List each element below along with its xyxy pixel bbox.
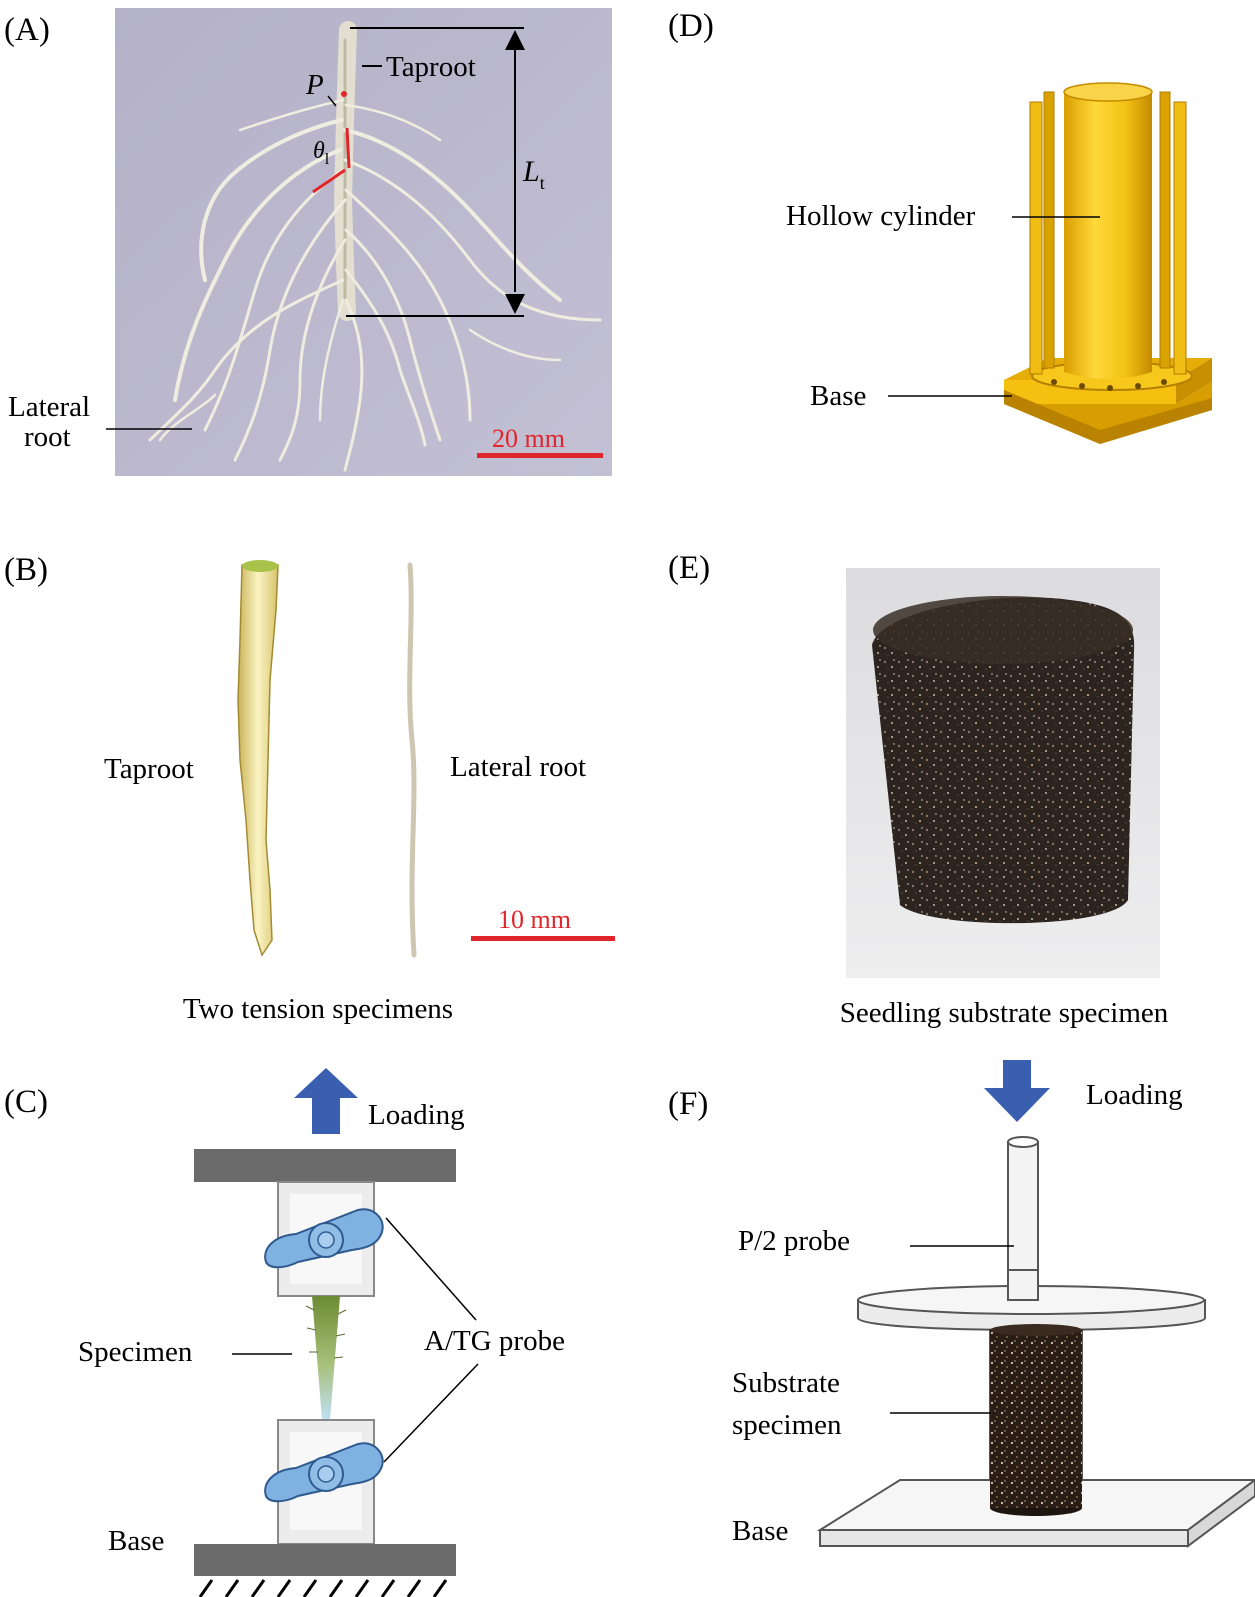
point-p-leader [327,95,337,107]
loading-arrow-up [294,1068,358,1134]
base-plate-f-side [1187,1478,1255,1548]
sleeve-right-outer [1173,101,1187,375]
ground-hatching [198,1579,448,1597]
scale-bar-b [471,936,615,941]
panel-b-label: (B) [4,552,48,588]
angle-label: θl [313,138,330,168]
substrate-block [872,597,1135,924]
root-photo [115,8,612,476]
panel-e-label: (E) [668,550,710,586]
panel-d-label: (D) [668,8,714,44]
base-slab [1004,390,1212,444]
base-label-c: Base [108,1525,164,1557]
cylinder-top [1063,82,1153,102]
taproot-specimen [237,564,279,957]
p2-probe-label: P/2 probe [738,1225,850,1257]
substrate-specimen-label-line2: specimen [732,1409,842,1441]
base-hole [1051,379,1057,385]
atg-probe-leader-lower [383,1363,479,1463]
substrate-specimen-top [990,1324,1082,1336]
panel-f: (F) Loading P/2 probe Substrate specimen… [668,1060,1255,1548]
lt-arrow-up [505,30,525,50]
panel-b-caption: Two tension specimens [183,993,453,1025]
loading-label-c: Loading [368,1099,465,1131]
substrate-specimen-label-line1: Substrate [732,1367,840,1399]
specimen [312,1296,340,1420]
p2-probe-rod [1007,1141,1039,1293]
base-hole [1161,379,1167,385]
lateral-root-label-a-line2: root [24,421,71,453]
atg-probe-leader-upper [385,1217,477,1321]
p2-probe-rod-lower [1007,1269,1039,1301]
sleeve-right-inner [1159,91,1171,369]
specimen-label: Specimen [78,1336,193,1368]
sleeve-left-inner [1043,91,1055,369]
taproot-label-b: Taproot [104,753,194,785]
point-p-marker [341,91,347,97]
point-p-label: P [305,69,324,101]
lower-probe-hub-inner [317,1465,335,1483]
top-crosshead [194,1149,456,1182]
scale-label-b: 10 mm [498,905,571,934]
panel-f-label: (F) [668,1086,708,1122]
lt-arrow-down [505,294,525,314]
lateral-root-label-a-line1: Lateral [8,391,90,423]
base-plate-bottom [1004,382,1212,444]
panel-a-label: (A) [4,12,50,48]
root-system [148,21,602,472]
hollow-cylinder-label: Hollow cylinder [786,200,976,232]
angle-marker [312,127,351,194]
panel-c: (C) Loading [4,1068,565,1597]
panel-d: (D) Hollow cylinder Base [668,8,1212,444]
panel-b: (B) Taproot Lateral root 10 mm Two tensi… [4,552,615,1025]
base-plate-c [194,1544,456,1576]
taproot-top [242,560,278,572]
base-plate-side [1176,358,1212,404]
panel-e: (E) Seedling substrate specimen [668,550,1169,1029]
loading-arrow-down [984,1060,1050,1122]
scale-label-a: 20 mm [492,424,565,453]
base-hole [1135,383,1141,389]
lateral-root-label-b: Lateral root [450,751,586,783]
length-label: Lt [522,155,545,193]
loading-label-f: Loading [1086,1079,1183,1111]
taproot-label-a: Taproot [386,51,476,83]
atg-probe-label: A/TG probe [424,1325,565,1357]
sleeve-left-outer [1029,101,1043,375]
base-hole [1107,385,1113,391]
base-label-d: Base [810,380,866,412]
specimen-hairs [305,1305,347,1359]
hollow-cylinder [1064,92,1152,379]
panel-c-label: (C) [4,1084,48,1120]
upper-probe-hub-inner [317,1231,335,1249]
base-label-f: Base [732,1515,788,1547]
panel-e-caption: Seedling substrate specimen [840,997,1169,1029]
substrate-specimen-foot [990,1330,1082,1508]
substrate-block-top [873,596,1133,664]
scale-bar-a [477,453,603,458]
base-hole [1079,383,1085,389]
p2-probe-rod-top [1007,1136,1039,1148]
lateral-root-specimen [407,562,417,958]
base-plate-f-front [819,1529,1189,1547]
panel-a: (A) [4,8,612,476]
